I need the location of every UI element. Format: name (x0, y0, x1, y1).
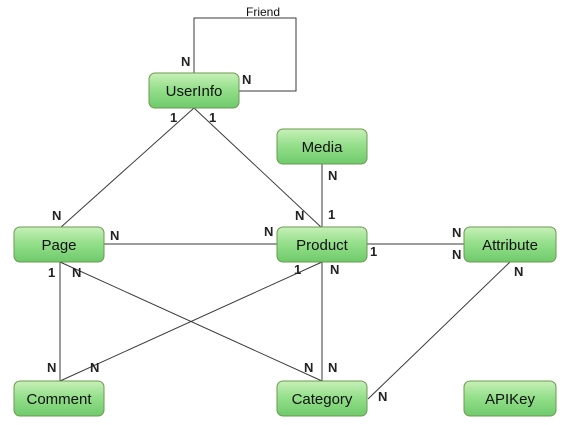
edges (59, 17, 511, 400)
edge-userinfo-product (193, 107, 323, 229)
card-page-category-page: N (72, 265, 81, 280)
cardinality-labels: N N 1 N 1 N N 1 N N 1 N N 1 N N N 1 N N … (47, 54, 523, 404)
node-media-label: Media (302, 139, 344, 156)
card-product-category-category: N (328, 360, 337, 375)
node-apikey[interactable]: APIKey (463, 380, 557, 417)
node-attribute-box (463, 226, 557, 263)
node-userinfo[interactable]: UserInfo (148, 72, 240, 109)
card-product-category-product: N (330, 262, 339, 277)
node-apikey-label: APIKey (485, 391, 536, 408)
node-product[interactable]: Product (276, 226, 368, 263)
card-userinfo-product-userinfo: 1 (209, 110, 216, 125)
card-page-product-page: N (110, 228, 119, 243)
card-product-comment-product: 1 (294, 262, 301, 277)
card-page-comment-page: 1 (48, 265, 55, 280)
card-product-attribute-attribute-bottom: N (452, 247, 461, 262)
node-attribute[interactable]: Attribute (463, 226, 557, 263)
node-category-label: Category (292, 391, 353, 408)
node-comment-label: Comment (26, 391, 92, 408)
node-userinfo-label: UserInfo (166, 83, 223, 100)
card-userinfo-page-page: N (52, 208, 61, 223)
card-friend-top: N (181, 54, 190, 69)
node-media-box (276, 128, 368, 165)
node-page[interactable]: Page (13, 226, 105, 263)
card-media-product-media: N (328, 168, 337, 183)
node-comment[interactable]: Comment (13, 380, 105, 417)
card-friend-right: N (242, 72, 251, 87)
node-comment-box (13, 380, 105, 417)
node-page-box (13, 226, 105, 263)
edge-attribute-category (367, 261, 511, 400)
card-product-attribute-product: 1 (370, 244, 377, 259)
card-userinfo-product-product: N (295, 208, 304, 223)
card-media-product-product: 1 (328, 207, 335, 222)
edge-userinfo-friend-loop (193, 17, 297, 92)
node-page-label: Page (41, 237, 76, 254)
card-page-category-category: N (304, 360, 313, 375)
card-product-attribute-attribute-top: N (452, 225, 461, 240)
relationship-friend-label: Friend (246, 5, 280, 19)
card-page-comment-comment: N (47, 360, 56, 375)
card-attribute-category-attribute: N (514, 264, 523, 279)
node-apikey-box (463, 380, 557, 417)
node-product-box (276, 226, 368, 263)
card-product-comment-comment: N (90, 360, 99, 375)
node-category-box (276, 380, 368, 417)
node-userinfo-box (148, 72, 240, 109)
card-userinfo-page-userinfo: 1 (170, 110, 177, 125)
node-category[interactable]: Category (276, 380, 368, 417)
card-attribute-category-category: N (378, 389, 387, 404)
node-product-label: Product (296, 237, 349, 254)
edge-product-comment (59, 261, 323, 382)
edge-userinfo-page (59, 107, 195, 229)
card-page-product-product: N (264, 224, 273, 239)
node-media[interactable]: Media (276, 128, 368, 165)
node-attribute-label: Attribute (482, 237, 538, 254)
